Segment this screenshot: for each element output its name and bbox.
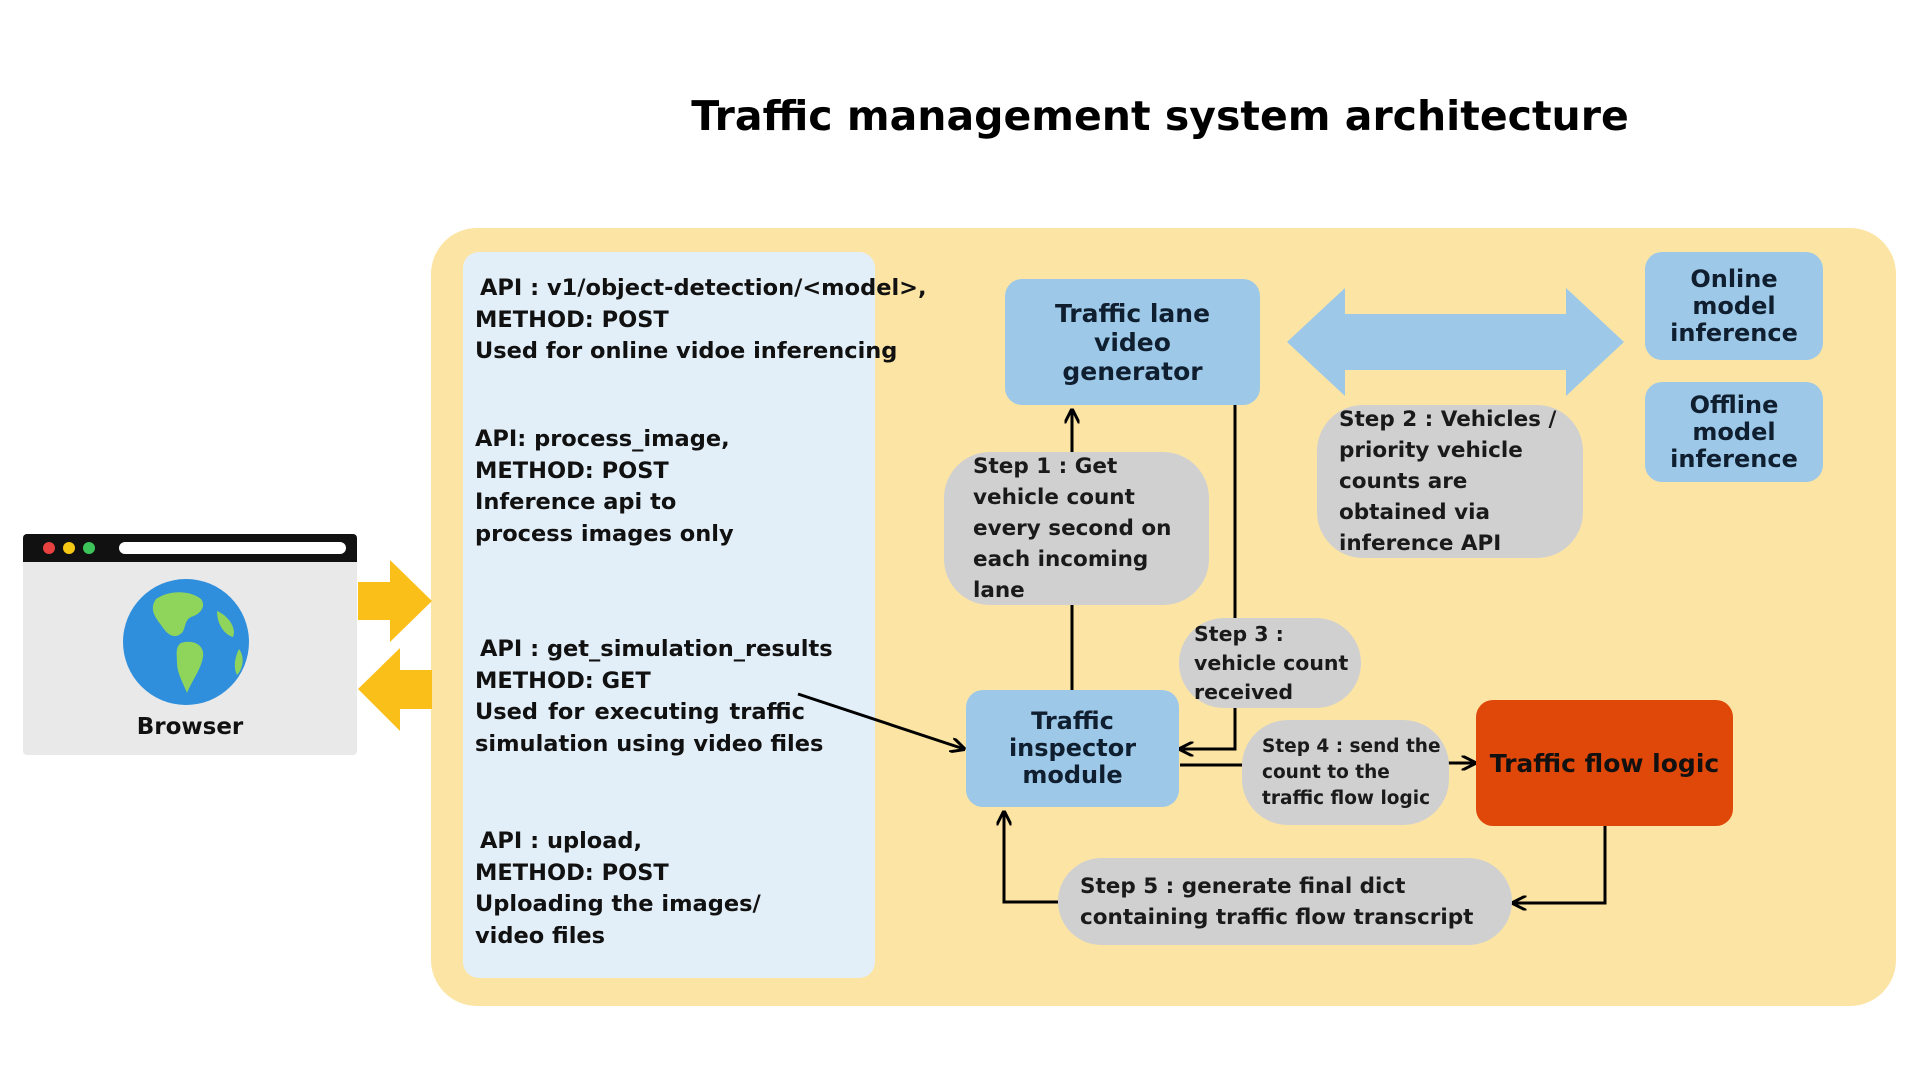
api-line: METHOD: POST: [475, 457, 669, 484]
api-list-panel: [463, 252, 875, 978]
browser-label: Browser: [136, 714, 244, 740]
step-4-text: Step 4 : send the count to the traffic f…: [1262, 735, 1441, 809]
browser-title-bar: [23, 534, 357, 562]
step-5-bubble: Step 5 : generate final dict containing …: [1058, 858, 1512, 945]
close-dot-icon: [43, 542, 55, 554]
api-process-image: API: process_image, METHOD: POST Inferen…: [475, 424, 805, 550]
address-bar: [119, 542, 346, 554]
generator-to-inspector-arrow: [1180, 405, 1237, 749]
api-get-simulation-results: API : get_simulation_results METHOD: GET…: [475, 634, 833, 760]
api-to-inspector-arrow: [797, 692, 964, 749]
api-line: Inference api to: [475, 489, 677, 515]
api-line: API : get_simulation_results: [480, 636, 833, 662]
step-2-bubble: Step 2 : Vehicles / priority vehicle cou…: [1317, 405, 1583, 558]
api-line: METHOD: POST: [475, 306, 669, 333]
offline-model-inference: Offline model inference: [1645, 382, 1823, 482]
api-line: Used for executing traffic: [475, 699, 805, 725]
step5-to-inspector-arrow: [1004, 812, 1058, 904]
traffic-flow-logic: Traffic flow logic: [1476, 700, 1733, 826]
flow-to-step5-arrow: [1513, 826, 1607, 903]
api-line: API: process_image,: [475, 426, 730, 452]
api-line: API : upload,: [480, 828, 643, 854]
traffic-inspector-module: Traffic inspector module: [966, 690, 1179, 807]
api-line: video files: [475, 922, 606, 949]
step-5-text: Step 5 : generate final dict containing …: [1080, 873, 1474, 930]
globe-icon: [123, 579, 249, 705]
inference-double-arrow: [1287, 288, 1624, 396]
maximize-dot-icon: [83, 542, 95, 554]
api-line: METHOD: POST: [475, 859, 669, 886]
browser-window: Browser: [23, 534, 357, 755]
traffic-lane-video-generator: Traffic lane video generator: [1005, 279, 1260, 405]
api-line: simulation using video files: [475, 730, 824, 757]
api-line: METHOD: GET: [475, 667, 651, 694]
step-1-bubble: Step 1 : Get vehicle count every second …: [944, 452, 1209, 605]
online-model-inference: Online model inference: [1645, 252, 1823, 360]
request-arrow: [358, 560, 432, 642]
step-4-bubble: Step 4 : send the count to the traffic f…: [1242, 720, 1449, 825]
api-line: Uploading the images/: [475, 891, 761, 917]
step-3-bubble: Step 3 : vehicle count received: [1179, 618, 1361, 708]
diagram-title: Traffic management system architecture: [691, 92, 1629, 140]
response-arrow: [358, 648, 432, 731]
api-upload: API : upload, METHOD: POST Uploading the…: [475, 826, 805, 952]
step-1-text: Step 1 : Get vehicle count every second …: [973, 454, 1172, 603]
api-line: process images only: [475, 520, 734, 547]
step-3-text: Step 3 : vehicle count received: [1194, 621, 1349, 704]
minimize-dot-icon: [63, 542, 75, 554]
step-2-text: Step 2 : Vehicles / priority vehicle cou…: [1339, 407, 1557, 556]
